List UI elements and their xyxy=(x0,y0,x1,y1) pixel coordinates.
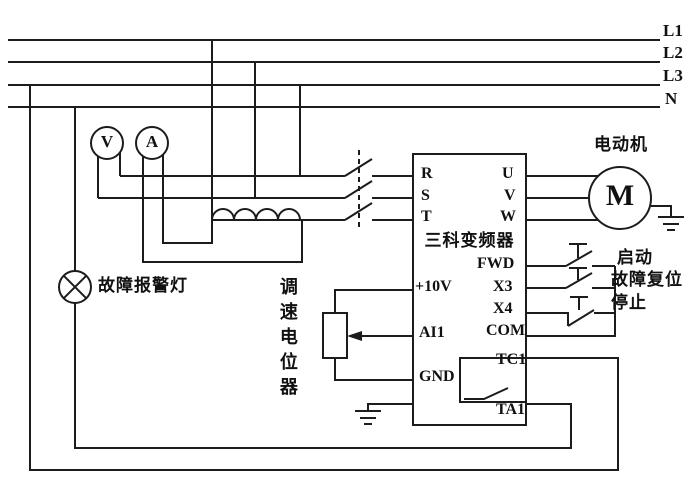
pot-wiper-arrow xyxy=(347,331,362,341)
stop-button-label: 停止 xyxy=(611,293,647,312)
terminal-ta1: TA1 xyxy=(496,401,526,418)
relay-subbox xyxy=(459,357,526,403)
motor-circle xyxy=(588,166,652,230)
pot-top-wire xyxy=(334,289,413,313)
tc1-return-wire xyxy=(29,85,619,471)
voltmeter-circle xyxy=(90,126,124,160)
voltmeter-symbol: V xyxy=(100,132,114,151)
terminal-x4: X4 xyxy=(493,300,513,317)
switch-out-stubs xyxy=(372,175,413,221)
rail-label-l1: L1 xyxy=(663,21,683,40)
potentiometer-body xyxy=(322,312,348,359)
choke-coil xyxy=(211,208,301,221)
ta1-lamp-wire xyxy=(74,107,572,449)
pot-bottom-wire xyxy=(334,358,413,381)
reset-button-blade xyxy=(565,272,593,289)
start-button-blade xyxy=(565,250,593,267)
terminal-x3: X3 xyxy=(493,278,513,295)
inverter-earth-wire xyxy=(367,403,413,410)
motor-symbol: M xyxy=(605,179,635,212)
terminal-com: COM xyxy=(486,322,526,339)
rail-label-l2: L2 xyxy=(663,43,683,62)
terminal-ai1: AI1 xyxy=(419,324,445,341)
terminal-u: U xyxy=(502,165,514,182)
potentiometer-label: 调速电位器 xyxy=(277,277,298,402)
fault-lamp-cross xyxy=(62,274,88,300)
ammeter-return-wire xyxy=(142,150,303,263)
terminal-gnd: GND xyxy=(419,368,455,385)
fault-lamp-label: 故障报警灯 xyxy=(98,276,188,295)
motor-earth-wire xyxy=(651,205,672,216)
terminal-v: V xyxy=(504,187,516,204)
reset-button-plunger xyxy=(569,267,587,280)
inverter-name: 三科变频器 xyxy=(424,231,515,250)
start-button-label: 启动 xyxy=(617,248,653,267)
com-bus xyxy=(526,266,616,337)
stop-button-blade xyxy=(567,309,595,327)
terminal-w: W xyxy=(500,208,516,225)
rail-label-l3: L3 xyxy=(663,66,683,85)
terminal-s: S xyxy=(421,187,430,204)
x4-wire xyxy=(526,312,569,326)
ammeter-circle xyxy=(135,126,169,160)
relay-contact xyxy=(464,387,509,400)
terminal-plus10v: +10V xyxy=(415,278,452,295)
terminal-fwd: FWD xyxy=(477,255,515,272)
fault-reset-button-label: 故障复位 xyxy=(611,270,683,289)
switch-blade-r xyxy=(344,158,373,177)
ammeter-symbol: A xyxy=(145,132,159,151)
motor-earth-symbol xyxy=(658,216,684,231)
inverter-earth-symbol xyxy=(355,410,381,425)
start-button-plunger xyxy=(569,243,587,258)
terminal-tc1: TC1 xyxy=(496,351,527,368)
terminal-r: R xyxy=(421,165,433,182)
l1-drop-wire xyxy=(162,40,213,244)
switch-blade-t xyxy=(344,202,373,221)
motor-label: 电动机 xyxy=(594,135,648,154)
rail-label-n: N xyxy=(665,89,678,108)
terminal-t: T xyxy=(421,208,432,225)
stop-button-plunger xyxy=(570,296,588,310)
